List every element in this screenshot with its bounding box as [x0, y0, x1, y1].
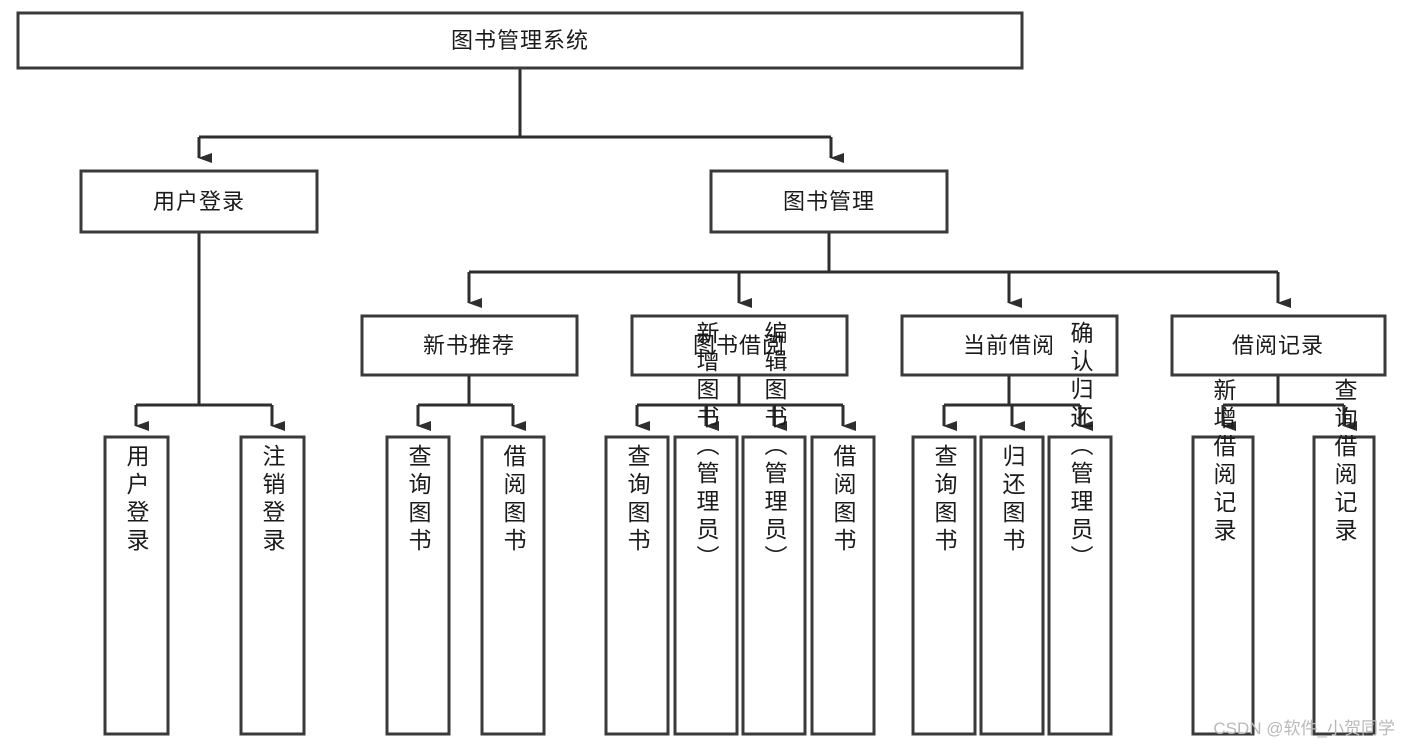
node-current-borrow[interactable]: 当前借阅	[900, 314, 1119, 377]
leaf-user-login-2-box[interactable]	[239, 435, 306, 736]
leaf-new-book-2[interactable]: 借阅图书	[480, 435, 546, 736]
leaf-book-borrow-2-label: 新增图书（管理员）	[693, 321, 720, 573]
leaf-borrow-record-1-label: 新增借阅记录	[1210, 378, 1237, 546]
leaf-current-borrow-2-box[interactable]	[979, 435, 1045, 736]
leaf-user-login-1-box[interactable]	[103, 435, 170, 736]
leaf-new-book-2-label: 借阅图书	[500, 444, 527, 556]
leaf-book-borrow-2[interactable]: 新增图书（管理员）	[673, 321, 739, 736]
leaf-new-book-1-label: 查询图书	[405, 444, 432, 556]
node-book-borrow-label: 图书借阅	[693, 333, 785, 358]
node-borrow-record-label: 借阅记录	[1232, 333, 1324, 358]
leaf-current-borrow-3-label: 确认归还（管理员）	[1067, 321, 1094, 573]
leaf-borrow-record-2-label: 查询借阅记录	[1331, 378, 1358, 546]
node-root-box[interactable]	[16, 11, 1024, 70]
leaf-book-borrow-4-box[interactable]	[810, 435, 876, 736]
connector-group-user-login-to-leaves	[134, 232, 285, 431]
leaf-user-login-1-label: 用户登录	[123, 444, 150, 556]
leaf-book-borrow-4[interactable]: 借阅图书	[810, 435, 876, 736]
connector-group-book-manage-to-level3	[467, 232, 1291, 308]
leaf-book-borrow-1[interactable]: 查询图书	[604, 435, 670, 736]
connector-group-root-to-level2	[197, 68, 844, 163]
leaf-borrow-record-1[interactable]: 新增借阅记录	[1191, 378, 1255, 736]
leaf-borrow-record-2[interactable]: 查询借阅记录	[1312, 378, 1376, 736]
leaf-book-borrow-4-label: 借阅图书	[830, 444, 857, 556]
leaf-user-login-2-label: 注销登录	[259, 444, 286, 556]
leaf-current-borrow-1-box[interactable]	[911, 435, 977, 736]
leaf-book-borrow-3-box[interactable]	[741, 435, 807, 736]
leaf-book-borrow-3-label: 编辑图书（管理员）	[761, 321, 788, 573]
node-new-book-recommend[interactable]: 新书推荐	[360, 314, 579, 377]
connector-group-borrow-record-to-leaves	[1221, 375, 1357, 431]
leaf-current-borrow-1[interactable]: 查询图书	[911, 435, 977, 736]
node-current-borrow-box[interactable]	[900, 314, 1119, 377]
connector-group-book-borrow-to-leaves	[635, 375, 856, 431]
node-book-borrow[interactable]: 图书借阅	[630, 314, 849, 377]
node-current-borrow-label: 当前借阅	[963, 333, 1055, 358]
leaf-new-book-1[interactable]: 查询图书	[385, 435, 451, 736]
leaf-current-borrow-3-box[interactable]	[1047, 435, 1113, 736]
leaf-user-login-2[interactable]: 注销登录	[239, 435, 306, 736]
leaf-user-login-1[interactable]: 用户登录	[103, 435, 170, 736]
node-user-login-label: 用户登录	[153, 189, 245, 214]
node-book-manage[interactable]: 图书管理	[709, 169, 949, 234]
node-root[interactable]: 图书管理系统	[16, 11, 1024, 70]
node-book-manage-label: 图书管理	[783, 189, 875, 214]
leaf-book-borrow-1-label: 查询图书	[624, 444, 651, 556]
node-book-manage-box[interactable]	[709, 169, 949, 234]
node-borrow-record-box[interactable]	[1170, 314, 1387, 377]
leaf-current-borrow-2[interactable]: 归还图书	[979, 435, 1045, 736]
node-book-borrow-box[interactable]	[630, 314, 849, 377]
node-new-book-recommend-label: 新书推荐	[423, 333, 515, 358]
leaf-borrow-record-2-box[interactable]	[1312, 435, 1376, 736]
leaf-current-borrow-2-label: 归还图书	[999, 444, 1026, 556]
node-root-label: 图书管理系统	[451, 28, 589, 53]
node-borrow-record[interactable]: 借阅记录	[1170, 314, 1387, 377]
leaf-book-borrow-2-box[interactable]	[673, 435, 739, 736]
node-user-login-box[interactable]	[79, 169, 319, 234]
leaf-current-borrow-1-label: 查询图书	[931, 444, 958, 556]
node-user-login[interactable]: 用户登录	[79, 169, 319, 234]
leaf-current-borrow-3[interactable]: 确认归还（管理员）	[1047, 321, 1113, 736]
leaf-book-borrow-1-box[interactable]	[604, 435, 670, 736]
node-new-book-recommend-box[interactable]	[360, 314, 579, 377]
leaf-new-book-2-box[interactable]	[480, 435, 546, 736]
connector-group-current-borrow-to-leaves	[942, 375, 1093, 431]
connector-group-new-book-to-leaves	[416, 375, 526, 431]
leaf-new-book-1-box[interactable]	[385, 435, 451, 736]
leaf-book-borrow-3[interactable]: 编辑图书（管理员）	[741, 321, 807, 736]
leaf-borrow-record-1-box[interactable]	[1191, 435, 1255, 736]
